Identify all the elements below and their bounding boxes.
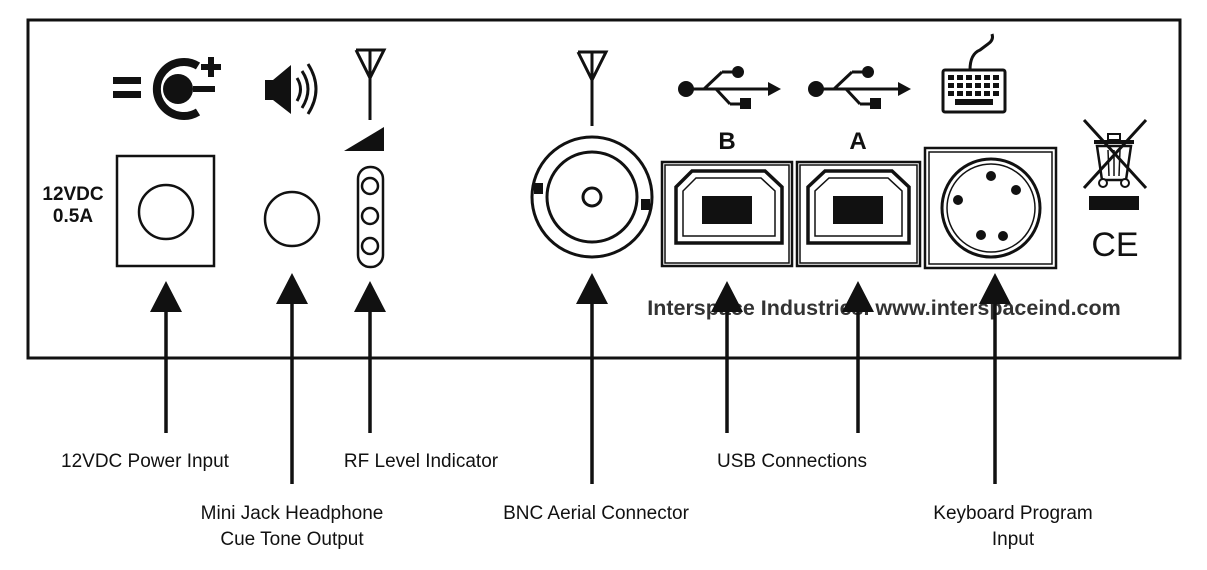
callout-usb: USB Connections bbox=[717, 451, 867, 472]
weee-crossed-bin-icon bbox=[1082, 118, 1148, 210]
power-jack bbox=[137, 183, 195, 241]
rf-led bbox=[360, 176, 380, 196]
callout-keyboard-line2: Input bbox=[992, 529, 1035, 550]
power-rating-line1: 12VDC bbox=[42, 184, 104, 205]
keyboard-din-connector bbox=[923, 146, 1058, 270]
rf-level-ramp-icon bbox=[344, 127, 384, 151]
speaker-icon bbox=[265, 63, 318, 115]
ce-mark: CE bbox=[1091, 226, 1138, 264]
callout-headphone-line1: Mini Jack Headphone bbox=[201, 503, 384, 524]
rf-led bbox=[360, 206, 380, 226]
headphone-jack bbox=[263, 190, 321, 248]
rf-led bbox=[360, 236, 380, 256]
usb-icon bbox=[678, 66, 781, 109]
usb-b-label: B bbox=[718, 128, 735, 155]
antenna-icon bbox=[354, 48, 387, 120]
usb-a-label: A bbox=[849, 128, 866, 155]
keyboard-icon bbox=[941, 33, 1007, 114]
callout-rf: RF Level Indicator bbox=[344, 451, 499, 472]
callout-power: 12VDC Power Input bbox=[61, 451, 230, 472]
bnc-aerial-connector bbox=[530, 135, 654, 259]
callout-keyboard-line1: Keyboard Program bbox=[933, 503, 1092, 524]
usb-a-port bbox=[795, 160, 922, 268]
antenna-icon bbox=[576, 50, 609, 126]
usb-b-port bbox=[660, 160, 794, 268]
callout-headphone-line2: Cue Tone Output bbox=[220, 529, 364, 550]
usb-icon bbox=[808, 66, 911, 109]
dc-power-polarity-icon bbox=[113, 57, 221, 120]
callout-arrows bbox=[150, 273, 1011, 484]
callout-bnc: BNC Aerial Connector bbox=[503, 503, 690, 524]
power-rating-line2: 0.5A bbox=[53, 206, 93, 227]
